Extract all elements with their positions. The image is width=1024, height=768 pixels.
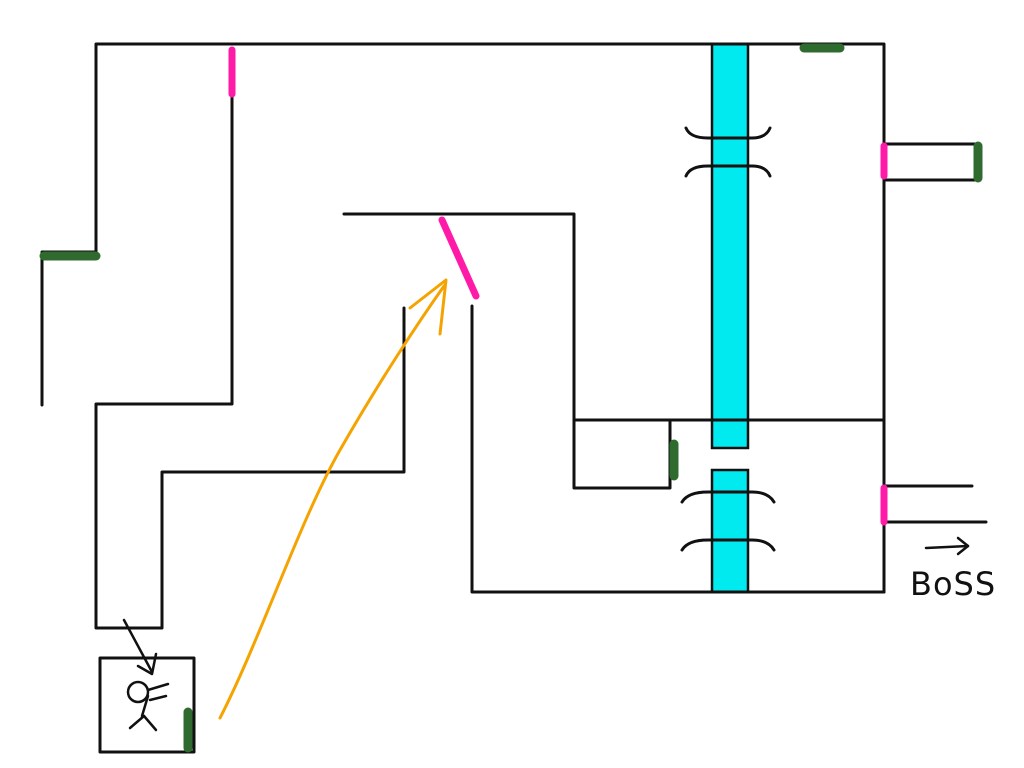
- water-column-upper: [710, 42, 750, 450]
- save-points: [39, 43, 983, 753]
- wall-central-top: [342, 212, 672, 490]
- boss-label: BoSS: [910, 565, 997, 603]
- doors: [228, 46, 888, 526]
- stick-figure-icon: [126, 680, 170, 732]
- wall-lower-room: [470, 304, 886, 594]
- gap-marker-4: [680, 538, 776, 552]
- arrow-right-icon: [924, 536, 970, 556]
- start-room: [98, 656, 196, 754]
- arrow-down-icon: [122, 618, 158, 676]
- wall-left-ledge: [40, 250, 98, 407]
- water-column-lower: [710, 468, 750, 594]
- route-arrowhead: [408, 278, 448, 336]
- gap-marker-1: [684, 126, 772, 140]
- wall-top: [94, 42, 886, 594]
- wall-upper-corridor: [882, 142, 982, 182]
- route-curve: [218, 284, 446, 720]
- route-arrow: [218, 278, 448, 720]
- gap-marker-3: [680, 490, 776, 504]
- gap-marker-2: [684, 164, 772, 178]
- door-diagonal: [438, 216, 480, 300]
- wall-boss-corridor: [882, 484, 988, 524]
- gap-markers: [680, 126, 776, 552]
- wall-inner-left: [94, 92, 406, 630]
- walls: [40, 42, 988, 754]
- water-column: [710, 42, 750, 594]
